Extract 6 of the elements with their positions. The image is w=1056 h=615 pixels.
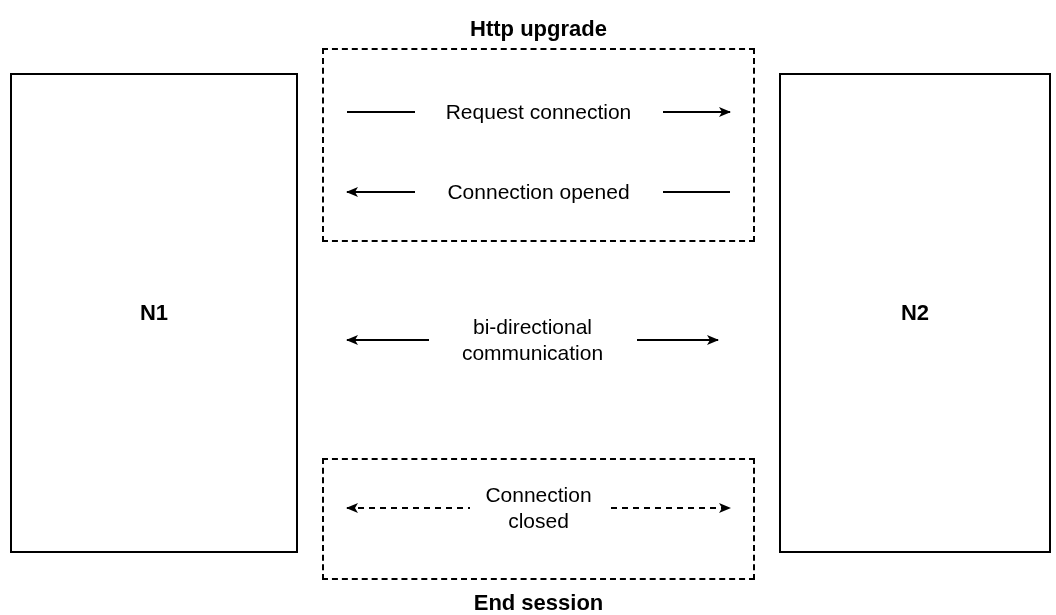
node-label: N1	[139, 300, 169, 326]
group-title: End session	[472, 590, 605, 615]
node-label: N2	[900, 300, 930, 326]
node-box	[779, 73, 1051, 553]
node-box	[10, 73, 298, 553]
group-title: Http upgrade	[469, 16, 608, 42]
